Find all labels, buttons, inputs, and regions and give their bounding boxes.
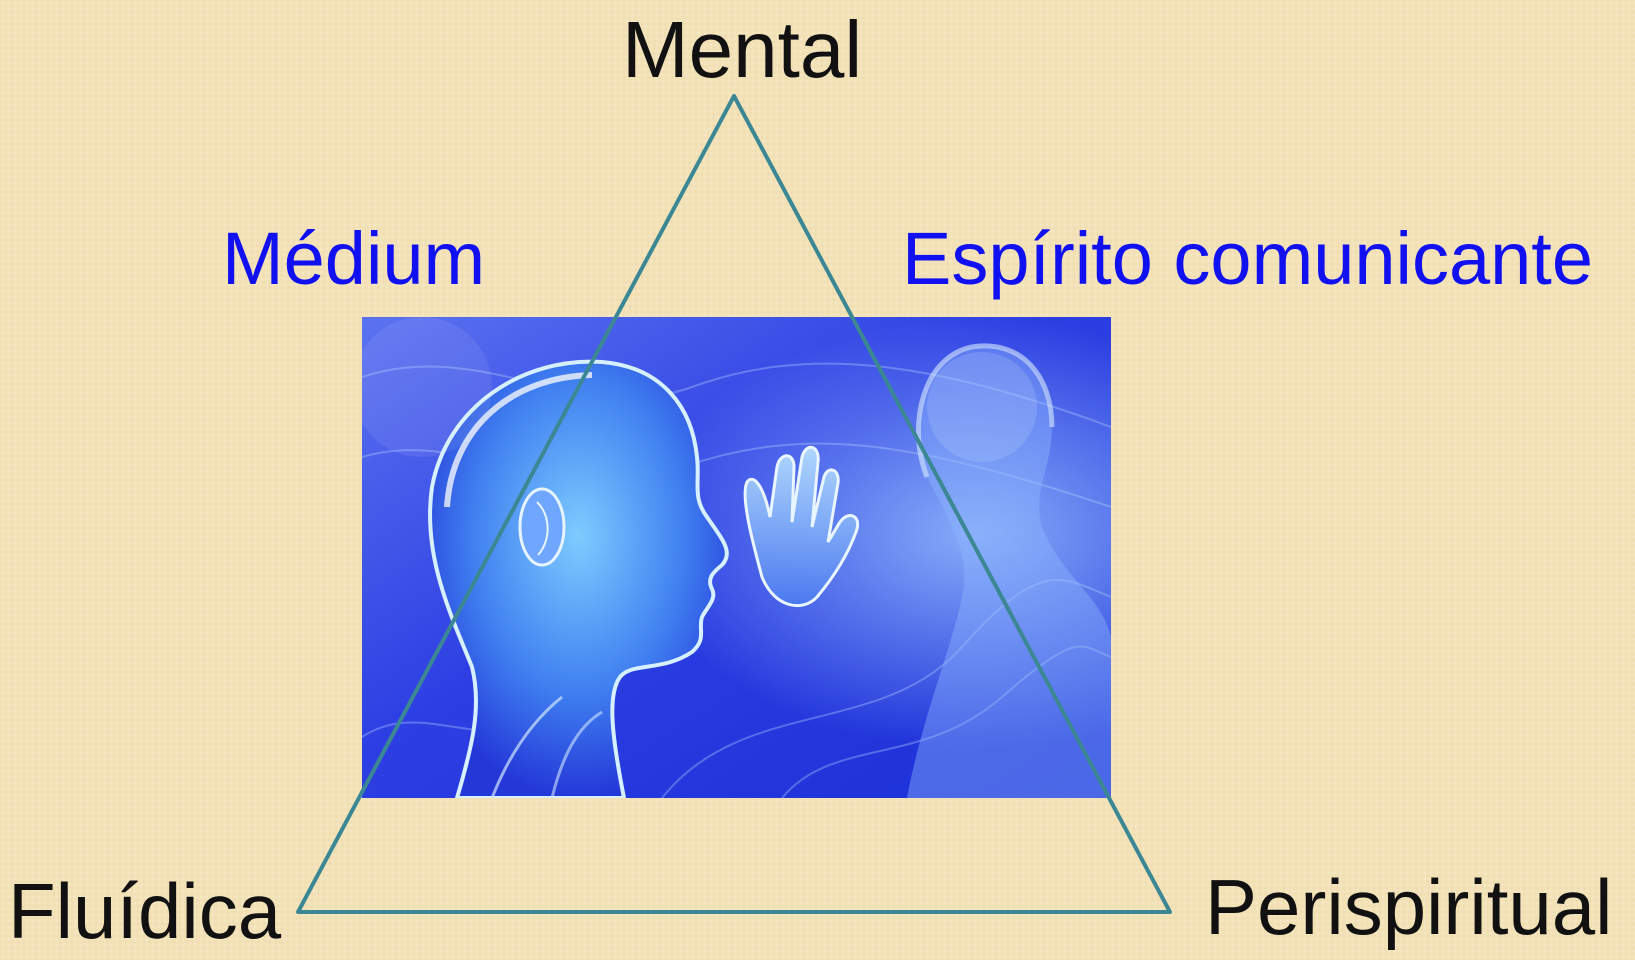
label-mental: Mental — [622, 5, 863, 94]
medium-spirit-illustration — [362, 317, 1111, 798]
label-fluidica: Fluídica — [8, 867, 282, 955]
label-perispiritual: Perispiritual — [1205, 863, 1613, 951]
label-espirito-comunicante: Espírito comunicante — [902, 217, 1594, 300]
label-medium: Médium — [222, 217, 486, 300]
